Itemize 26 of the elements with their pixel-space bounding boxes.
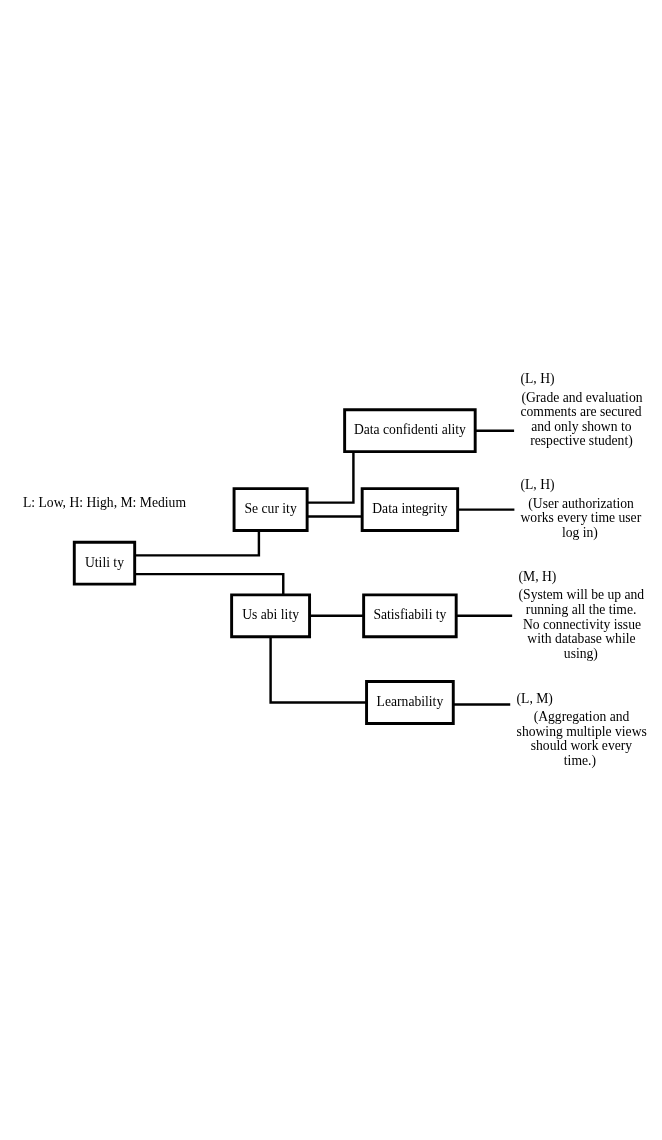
node-box: Data integrity: [360, 487, 460, 532]
connector: [309, 614, 364, 617]
node-box: Learnability: [365, 680, 455, 725]
node-box: Satisfiabili ty: [362, 593, 458, 639]
node-text: (Aggregation and showing multiple views should work every time.): [516, 709, 647, 769]
connector: [456, 614, 513, 617]
connector: [134, 572, 285, 595]
connector: [453, 703, 511, 706]
node-text: (User authorization works every time user log in): [520, 495, 642, 541]
connector: [307, 451, 355, 504]
node-text: (System will be up and running all the time. No connectivity issue with database while using): [518, 587, 645, 661]
node-box: Se cur ity: [232, 487, 309, 532]
connector: [475, 429, 515, 432]
node-box: Utili ty: [72, 540, 137, 586]
connector: [457, 508, 515, 511]
node-text: (Grade and evaluation comments are secured and only shown to respective student): [520, 389, 643, 449]
label: L: Low, H: High, M: Medium: [22, 495, 186, 511]
node-label: (L, H): [520, 371, 555, 387]
node-label: (M, H): [518, 568, 557, 584]
connector: [307, 515, 362, 518]
node-label: (L, H): [520, 477, 555, 493]
connector: [269, 636, 367, 704]
connector: [135, 530, 261, 557]
node-box: Data confidenti ality: [343, 408, 477, 454]
node-label: (L, M): [516, 690, 553, 706]
node-box: Us abi lity: [230, 593, 312, 639]
